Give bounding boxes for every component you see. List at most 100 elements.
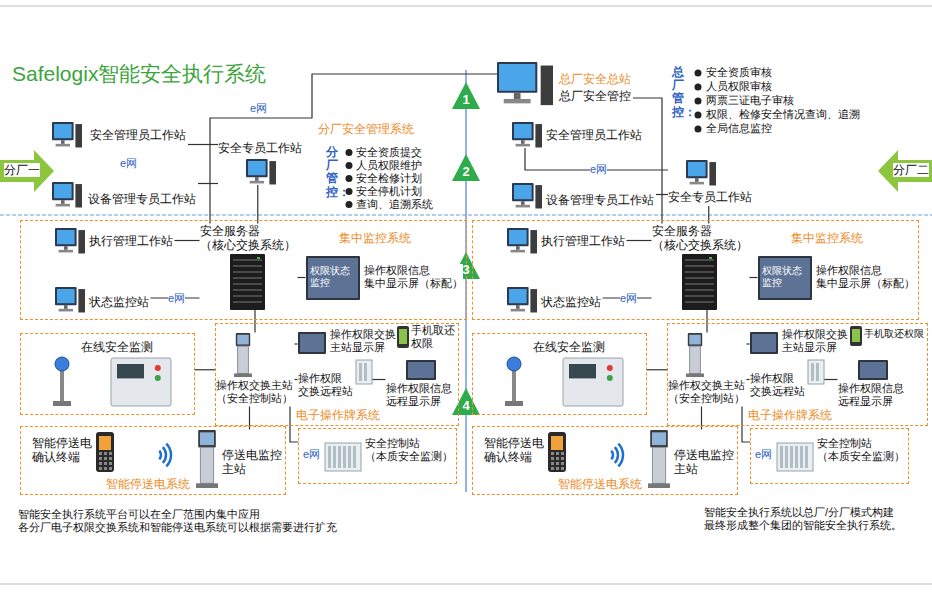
pc-icon: [246, 159, 276, 185]
branch-arrow: 分厂一: [0, 150, 54, 192]
text-line: 执行管理工作站: [89, 234, 173, 248]
text-line: 智能停送电系统: [106, 477, 190, 491]
text-line: 各分厂电子权限交换系统和智能停送电系统可以根据需要进行扩充: [18, 521, 337, 534]
panel-icon: [111, 358, 171, 406]
icon-part: [760, 258, 810, 298]
text-line: 设备管理专员工作站: [546, 193, 654, 207]
text-line: 分厂二: [893, 163, 929, 177]
icon-part: [56, 204, 70, 207]
node-text: 分厂二: [893, 163, 929, 177]
icon-part: [343, 446, 346, 468]
text-line: 安全管理员工作站: [546, 128, 642, 142]
text-line: 状态监控站: [89, 295, 149, 309]
icon-part: [338, 446, 341, 468]
annotation-text: 安全资质审核: [706, 66, 772, 79]
device-node: 手机取还权限: [850, 324, 926, 346]
icon-part: [685, 277, 714, 279]
node-text: 操作权限交换 主站显示屏: [782, 328, 848, 354]
icon-part: [64, 305, 68, 309]
text-line: 操作权交换主站: [216, 379, 293, 392]
icon-part: [850, 326, 862, 346]
annotation-text: 安全检修计划: [356, 172, 422, 185]
network-connector: [254, 310, 255, 333]
icon-part: [104, 467, 107, 470]
node-text: 安全控制站 （本质安全监测）: [817, 437, 905, 463]
network-connector: [295, 343, 298, 344]
icon-part: [514, 93, 521, 99]
icon-part: [99, 457, 102, 460]
bullet-dot: [695, 126, 702, 133]
icon-part: [250, 181, 264, 184]
screen-icon: [858, 360, 888, 380]
icon-part: [758, 256, 812, 300]
text-line: 查询、追溯系统: [356, 198, 433, 211]
text-line: 远程显示屏: [838, 395, 904, 408]
node-text: 设备管理专员工作站: [546, 193, 654, 207]
bullet-dot: [695, 84, 702, 91]
network-connector: [298, 277, 306, 278]
text-line: 两票三证电子审核: [706, 94, 794, 107]
icon-part: [104, 452, 107, 455]
bullet-dot: [695, 70, 702, 77]
kiosk-icon: [686, 333, 704, 377]
text-line: e网: [120, 157, 137, 170]
icon-part: [514, 124, 532, 138]
annotation-text: 人员权限审核: [706, 80, 772, 93]
icon-part: [785, 446, 788, 468]
device-node: 执行管理工作站: [507, 228, 627, 254]
system-band: 集中监控系统执行管理工作站状态监控站安全服务器 （核心交换系统）权限状态 监控操…: [20, 220, 467, 320]
text-line: 集中显示屏（标配）: [816, 277, 915, 290]
network-connector: [706, 310, 707, 333]
icon-part: [556, 467, 559, 470]
text-line: 4: [463, 398, 470, 414]
device-node: 停送电监控 主站: [648, 430, 736, 488]
pc-icon: [497, 62, 553, 106]
callout-triangle: [452, 82, 480, 109]
icon-part: [159, 451, 161, 459]
text-line: 智能停送电系统: [558, 477, 642, 491]
text-line: （核心交换系统）: [200, 238, 296, 252]
text-line: 监控: [310, 277, 350, 289]
icon-part: [233, 277, 262, 279]
screen-icon: [298, 332, 326, 354]
text-line: 操作权限信息: [386, 382, 452, 395]
icon-part: [852, 329, 860, 342]
device-node: 智能停送电 确认终端: [32, 432, 114, 472]
device-node: 安全服务器 （核心交换系统）: [200, 224, 298, 310]
device-node: 安全专员工作站: [218, 141, 304, 185]
callout-number: 2: [463, 164, 470, 180]
icon-part: [109, 467, 112, 470]
text-line: 电子操作牌系统: [748, 408, 832, 422]
icon-part: [0, 150, 54, 192]
text-line: e网: [168, 292, 185, 305]
text-line: 操作权限: [298, 372, 353, 385]
bullet-dot: [346, 149, 353, 156]
node-text: 智能停送电 确认终端: [484, 436, 544, 465]
icon-part: [52, 182, 74, 200]
panel-icon: [563, 358, 623, 406]
icon-part: [104, 457, 107, 460]
server-icon: [230, 254, 265, 310]
icon-part: [530, 289, 537, 312]
text-line: 分厂一: [4, 163, 40, 177]
pc-icon: [55, 287, 85, 313]
node-text: 分厂一: [4, 163, 40, 177]
node-text: 操作权限信息 远程显示屏: [838, 382, 904, 408]
icon-part: [328, 446, 331, 468]
text-line: 最终形成整个集团的智能安全执行系统。: [704, 519, 902, 532]
icon-part: [308, 258, 358, 298]
system-band: 在线安全监测: [20, 333, 195, 415]
device-node: 权限状态 监控操作权限信息 集中显示屏（标配）: [758, 256, 917, 300]
bullet-dot: [346, 188, 353, 195]
node-text: 总厂安全总站: [559, 72, 631, 86]
icon-part: [556, 452, 559, 455]
text-line: 手机取还权限: [864, 328, 924, 340]
annotation-text: 查询、追溯系统: [356, 198, 433, 211]
icon-part: [509, 230, 527, 244]
callout-number: 1: [463, 92, 470, 108]
icon-part: [512, 370, 516, 402]
icon-part: [687, 333, 701, 346]
text-line: 远程显示屏: [386, 395, 452, 408]
icon-part: [353, 446, 356, 468]
node-text: 状态监控站: [89, 295, 149, 309]
